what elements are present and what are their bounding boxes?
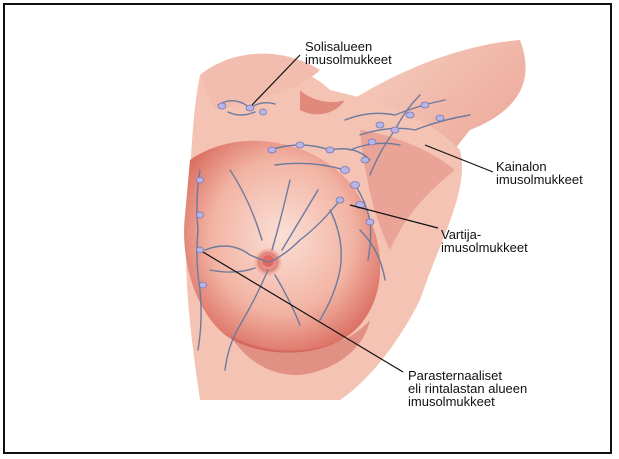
label-supraclavicular-nodes: Solisalueen imusolmukkeet bbox=[305, 40, 392, 66]
label-sentinel-nodes: Vartija- imusolmukkeet bbox=[441, 228, 528, 254]
label-axillary-nodes: Kainalon imusolmukkeet bbox=[496, 160, 583, 186]
label-parasternal-nodes: Parasternaaliset eli rintalastan alueen … bbox=[408, 369, 527, 408]
